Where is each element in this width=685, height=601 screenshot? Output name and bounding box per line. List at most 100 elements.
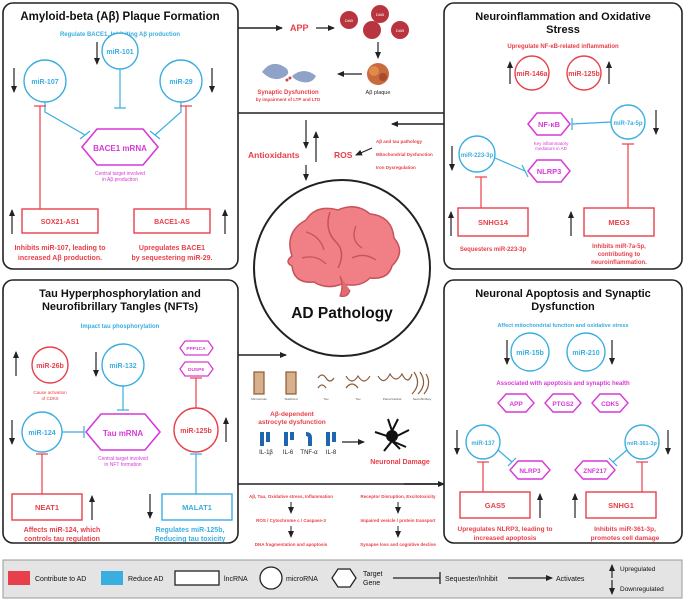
cascade-b2: Impaired vesicle / protein transport <box>360 518 436 523</box>
inhibit-bar <box>608 457 618 467</box>
downregulated-arrow <box>11 42 215 93</box>
desc-gas5-line2: increased apoptosis <box>474 535 537 542</box>
sequester-lines <box>475 143 634 208</box>
target-gene-ptgs2 <box>544 393 582 413</box>
label-mir-210: miR-210 <box>572 350 599 357</box>
tau-stage-labels: Microtubule Stabilized Tau Tau Paired He… <box>251 397 432 401</box>
panel-subtitle: Affect mitochondrial function and oxidat… <box>497 323 628 329</box>
desc-snhg1-line2: promotes cell damage <box>591 535 660 542</box>
dab-cluster <box>340 5 409 39</box>
label-antioxidants: Antioxidants <box>248 150 300 160</box>
lncrna-meg3 <box>583 207 655 237</box>
target-gene-nlrp3 <box>527 159 571 183</box>
stage-label: Microtubule <box>251 397 267 401</box>
lncrna-sox21-as1 <box>21 208 99 234</box>
label-cdk5: CDK5 <box>601 401 619 408</box>
desc-sox21-line2: increased Aβ production. <box>18 255 102 262</box>
cascade-a3: DNA fragmentation and apoptosis <box>255 542 328 547</box>
legend-swatch-reduce <box>101 571 123 585</box>
cascade-a2: ROS / Cytochrome c / Caspase-3 <box>256 518 326 523</box>
label-neat1: NEAT1 <box>35 503 59 512</box>
label-dusp6: DUSP6 <box>188 367 204 373</box>
lncrna-snhg14 <box>457 207 529 237</box>
lncrna-gas5 <box>459 491 531 519</box>
desc-bace1as-line1: Upregulates BACE1 <box>139 245 205 252</box>
label-dab3: DAB <box>396 28 405 33</box>
stage-label: Neurofibrillary <box>413 397 432 401</box>
upregulated-arrow <box>9 209 228 234</box>
panel-apoptosis: Neuronal Apoptosis and Synaptic Dysfunct… <box>443 279 683 544</box>
panel-neuroinflammation: Neuroinflammation and Oxidative Stress U… <box>443 2 683 270</box>
label-tnfa: TNF-α <box>300 450 318 456</box>
microrna-mir-146a <box>514 55 550 91</box>
panel-title-line1: Neuronal Apoptosis and Synaptic <box>475 288 651 300</box>
inhibit-bar <box>507 457 517 467</box>
desc-neat1-line1: Affects miR-124, which <box>24 527 101 534</box>
label-mir-125b: miR-125b <box>180 428 212 435</box>
cascade-b1: Receptor Disruption, Excitotoxicity <box>360 494 436 499</box>
panel-title-line2: Stress <box>546 24 580 36</box>
label-mir-124: miR-124 <box>28 430 55 437</box>
panel-subtitle: Upregulate NF-κB-related inflammation <box>507 44 619 50</box>
legend-target-line1: Target <box>363 571 383 578</box>
antioxidant-arrows <box>303 120 319 181</box>
microrna-mir-137 <box>465 424 501 460</box>
panel-subtitle: Impact tau phosphorylation <box>81 324 160 330</box>
label-neuronal-damage: Neuronal Damage <box>370 459 430 466</box>
panel-amyloid: Amyloid-beta (Aβ) Plaque Formation Regul… <box>2 2 239 270</box>
desc-meg3-line3: neuroinflammation. <box>591 260 647 266</box>
target-gene-cdk5 <box>591 393 629 413</box>
label-znf217: ZNF217 <box>583 468 607 475</box>
microrna-mir-210 <box>566 332 606 372</box>
synapse-image <box>262 63 316 83</box>
label-mir-29: miR-29 <box>169 79 192 86</box>
legend-target-line2: Gene <box>363 580 380 587</box>
microrna-mir-26b <box>31 346 69 384</box>
lncrna-malat1 <box>161 493 233 521</box>
panel-title: Amyloid-beta (Aβ) Plaque Formation <box>20 11 219 23</box>
target-gene-ppp1ca <box>179 340 214 356</box>
cascade-b3: Synapse loss and cognitive decline <box>360 542 436 547</box>
label-ppp1ca: PPP1CA <box>186 346 206 352</box>
tau-note-line1: Central target involved <box>98 456 148 462</box>
label-ros: ROS <box>334 150 353 160</box>
label-bace1-mrna: BACE1 mRNA <box>93 144 147 153</box>
legend: Contribute to AD Reduce AD lncRNA microR… <box>2 559 683 599</box>
label-synaptic-sub: by impairment of LTP and LTD <box>256 97 321 102</box>
microrna-mir-125b <box>566 55 602 91</box>
desc-malat1-line1: Regulates miR-125b, <box>156 527 225 534</box>
bace1-note-line1: Central target involved <box>95 171 145 177</box>
label-nlrp3: NLRP3 <box>537 167 562 176</box>
legend-contribute: Contribute to AD <box>35 576 86 583</box>
assoc-label: Associated with apoptosis and synaptic h… <box>496 381 630 387</box>
desc-sox21-line1: Inhibits miR-107, leading to <box>14 245 105 252</box>
panel-title-line1: Tau Hyperphosphorylation and <box>39 288 201 300</box>
inhibit-mir7-nfkb <box>571 121 612 125</box>
legend-microrna: microRNA <box>286 576 318 583</box>
upregulated-arrow <box>448 211 574 236</box>
key-mediators-line1: Key inflammatory <box>534 141 570 146</box>
label-mir-15b: miR-15b <box>516 350 544 357</box>
cytokine-icons <box>260 432 336 446</box>
lncrna-snhg1 <box>585 491 657 519</box>
label-mir-361-3p: miR-361-3p <box>627 441 657 447</box>
target-gene-app <box>497 393 535 413</box>
label-meg3: MEG3 <box>608 218 629 227</box>
desc-gas5-line1: Upregulates NLRP3, leading to <box>458 526 553 533</box>
label-gas5: GAS5 <box>485 501 505 510</box>
label-dab1: DAB <box>345 18 354 23</box>
label-snhg14: SNHG14 <box>478 218 509 227</box>
label-nfkb: NF-κB <box>538 120 561 129</box>
label-mir-146a: miR-146a <box>516 71 547 78</box>
stage-label: Stabilized <box>284 397 297 401</box>
label-tau-mrna: Tau mRNA <box>103 429 144 438</box>
label-app-gene: APP <box>509 401 523 408</box>
label-mir-132: miR-132 <box>109 363 136 370</box>
downregulated-arrow <box>504 340 615 365</box>
inhibit-mir137-nlrp3 <box>497 449 513 463</box>
target-gene-znf217 <box>574 460 616 480</box>
abeta-plaque-image <box>367 63 389 85</box>
cause-line1: Cause activation <box>33 390 67 395</box>
panel-tau: Tau Hyperphosphorylation and Neurofibril… <box>2 279 239 544</box>
